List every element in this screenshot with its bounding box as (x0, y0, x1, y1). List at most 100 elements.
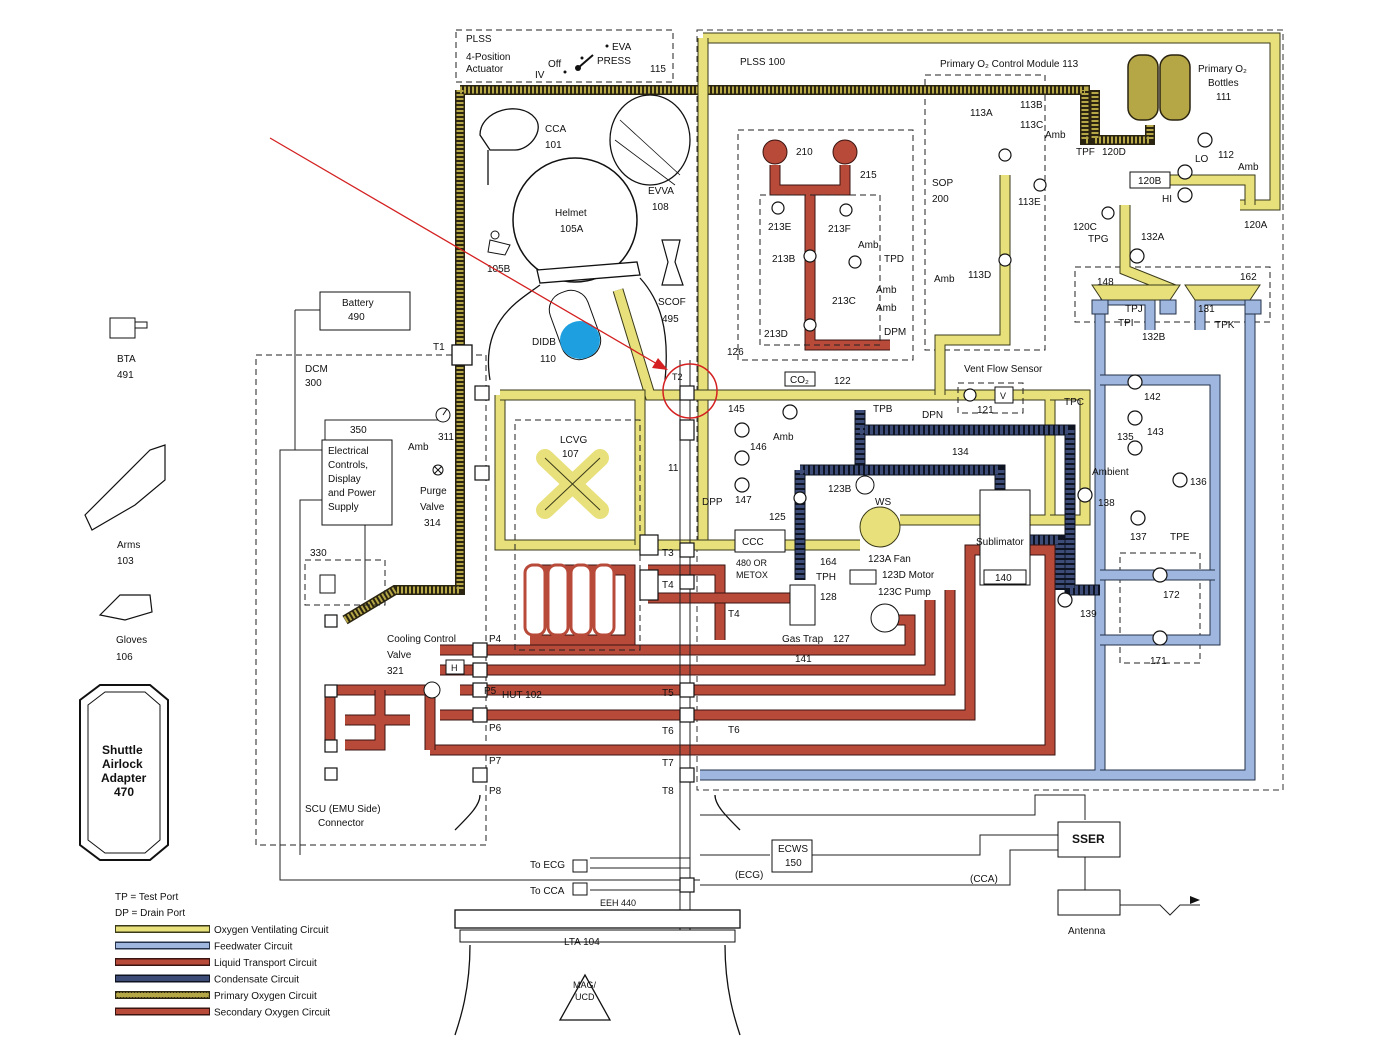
123b-label: 123B (828, 484, 852, 495)
cooling-valve-label: Valve (387, 650, 412, 661)
140-label: 140 (995, 573, 1012, 584)
gauge-330-icon (319, 574, 336, 594)
113c-label: 113C (1020, 120, 1043, 131)
valve-105b-icon (487, 230, 511, 256)
mag-label-2: UCD (575, 992, 595, 1002)
137-label: 137 (1130, 532, 1147, 543)
feedwater-valve-boundary (1119, 552, 1201, 664)
350-label: 350 (350, 425, 367, 436)
condensate-circuit (794, 410, 1100, 596)
actuator-label-2: Actuator (466, 64, 504, 75)
t1-label: T1 (433, 342, 445, 353)
legend-swatch (116, 943, 209, 948)
arms-number: 103 (117, 556, 134, 567)
p5-label: P5 (484, 686, 497, 697)
bta-label: BTA (117, 354, 136, 365)
sop-label: SOP (932, 178, 953, 189)
146-label: 146 (750, 442, 767, 453)
tpk-label: TPK (1215, 320, 1235, 331)
co2-sensor-box (784, 371, 816, 387)
helmet-number: 105A (560, 224, 584, 235)
lcvg-number: 107 (562, 449, 579, 460)
105b-label: 105B (487, 264, 511, 275)
primary-module-label: Primary O₂ Control Module 113 (940, 59, 1079, 70)
lcvg-cooling-tubes-icon (523, 563, 616, 637)
bta-icon (109, 317, 148, 339)
172-label: 172 (1163, 590, 1180, 601)
ecg-plug (572, 859, 588, 873)
mag-label-1: MAG/ (573, 980, 597, 990)
pump-label: 123C Pump (878, 587, 931, 598)
cca-number: 101 (545, 140, 562, 151)
sser-label: SSER (1072, 832, 1105, 846)
scu-connector-label: Connector (318, 818, 365, 829)
press-label: PRESS (597, 56, 631, 67)
purge-label: Purge (420, 486, 447, 497)
tpc-label: TPC (1064, 397, 1084, 408)
143-label: 143 (1147, 427, 1164, 438)
shuttle-label-1: Shuttle (102, 743, 143, 757)
to-ecg-label: To ECG (530, 860, 565, 871)
tpj-label: TPJ (1125, 304, 1143, 315)
arms-icon (84, 444, 166, 531)
amb-label-311: Amb (408, 442, 429, 453)
140-box (983, 569, 1027, 585)
sublimator-box (979, 489, 1031, 586)
evva-number: 108 (652, 202, 669, 213)
legend-item: Oxygen Ventilating Circuit (115, 925, 329, 936)
didb-number: 110 (540, 354, 556, 365)
antenna-arrow-icon (1190, 896, 1200, 904)
legend-item: Liquid Transport Circuit (115, 958, 317, 969)
126-label: 126 (727, 347, 744, 358)
battery-number: 490 (348, 312, 365, 323)
svg-text:H: H (451, 663, 458, 673)
co2-label: CO₂ (790, 375, 809, 386)
ecws-number: 150 (785, 858, 802, 869)
battery-label: Battery (342, 298, 374, 309)
amb-label-113d: Amb (934, 274, 955, 285)
p6-label: P6 (489, 723, 502, 734)
legend-label: Oxygen Ventilating Circuit (214, 925, 329, 936)
ambient-label: Ambient (1092, 467, 1129, 478)
t1-fitting (451, 344, 473, 366)
helmet-label: Helmet (555, 208, 587, 219)
162-label: 162 (1240, 272, 1257, 283)
t2-label: T2 (672, 372, 683, 382)
135-label: 135 (1117, 432, 1134, 443)
hi-label: HI (1162, 194, 1172, 205)
legend-item: Feedwater Circuit (115, 941, 293, 953)
legend-item: Primary Oxygen Circuit (115, 991, 317, 1002)
connector-nodes (324, 385, 695, 893)
amb-label-112: Amb (1238, 162, 1259, 173)
eeh-label: EEH 440 (600, 898, 636, 908)
controls-label: Controls, (328, 460, 368, 471)
dpn-label: DPN (922, 410, 943, 421)
legend-item: Condensate Circuit (115, 974, 299, 986)
cca-headset-icon (479, 108, 539, 185)
cooling-label: Cooling Control (387, 634, 456, 645)
113d-label: 113D (968, 270, 991, 281)
113e-label: 113E (1018, 197, 1041, 208)
module-330-box (304, 559, 386, 606)
p8-label: P8 (489, 786, 502, 797)
tpd-label: TPD (884, 254, 904, 265)
sop-valves-icon (771, 201, 862, 332)
132b-label: 132B (1142, 332, 1166, 343)
sop-number: 200 (932, 194, 949, 205)
amb-label-146: Amb (773, 432, 794, 443)
ecws-label: ECWS (778, 844, 808, 855)
plss-actuator-box (455, 29, 674, 83)
eva-label: EVA (612, 42, 632, 53)
213c-label: 213C (832, 296, 856, 307)
motor-label: 123D Motor (882, 570, 935, 581)
electrical-controls-box (321, 439, 393, 526)
iv-label: IV (535, 70, 545, 81)
fan-label: 123A Fan (868, 554, 911, 565)
amb-label-213c: Amb (876, 285, 897, 296)
arms-label: Arms (117, 540, 140, 551)
139-label: 139 (1080, 609, 1097, 620)
127-label: 127 (833, 634, 850, 645)
t4-label: T4 (662, 580, 674, 591)
134-label: 134 (952, 447, 969, 458)
